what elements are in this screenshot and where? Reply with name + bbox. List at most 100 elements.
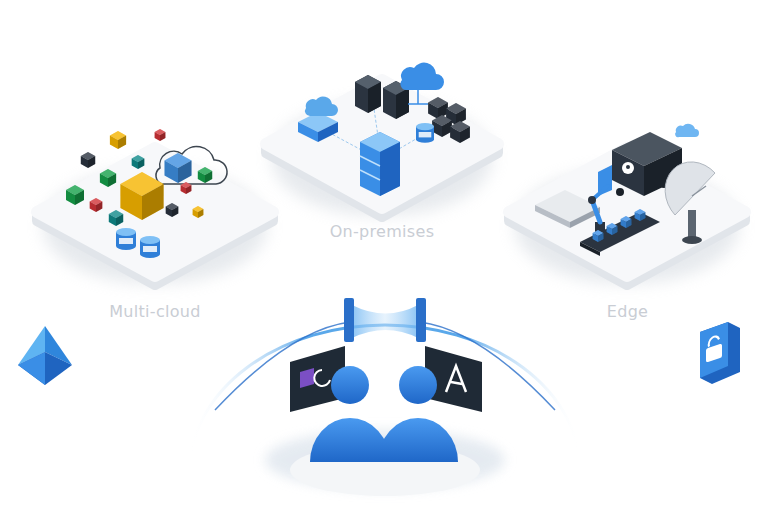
- developer-monitors: [446, 366, 466, 392]
- platform-label: Multi-cloud: [30, 302, 280, 321]
- cube-icon: [100, 169, 116, 187]
- onprem-servers: [298, 63, 470, 196]
- database-icon: [140, 236, 160, 258]
- platform-label: Edge: [505, 302, 750, 321]
- link-line: [380, 122, 445, 160]
- cloud-stack: [298, 112, 338, 132]
- delivery-truck: [612, 150, 644, 196]
- developer-monitors: [290, 346, 345, 412]
- server-stack: [360, 132, 400, 196]
- cloud-icon: [417, 90, 419, 104]
- cube-icon: [428, 97, 448, 119]
- people-icons: [331, 366, 369, 404]
- security-lock: [709, 335, 719, 347]
- robot-arm: [588, 196, 596, 204]
- cube-icon: [132, 155, 145, 169]
- server-rack: [355, 75, 409, 119]
- platform-shape: [262, 64, 502, 249]
- edge-devices: [535, 124, 715, 256]
- device-box: [535, 205, 570, 228]
- cube-icon: [198, 167, 212, 183]
- people-icons: [290, 444, 480, 496]
- conveyor-belt: [635, 209, 646, 221]
- platform-tile: Multi-cloud: [30, 130, 280, 330]
- identity-pyramid: [18, 326, 72, 385]
- cloud-outline: [156, 147, 227, 184]
- identity-pyramid: [18, 352, 72, 385]
- cube-icon: [81, 152, 95, 168]
- cube-icon: [450, 121, 470, 143]
- cloud-stack: [305, 96, 338, 116]
- satellite-dish: [688, 210, 696, 238]
- identity-pyramid: [18, 352, 45, 385]
- server-rack: [368, 82, 381, 113]
- delivery-truck: [598, 165, 612, 196]
- hybrid-arc: [420, 322, 555, 410]
- platform-tile: On-premises: [262, 64, 502, 249]
- server-stack: [360, 170, 380, 180]
- security-lock: [706, 343, 722, 362]
- conveyor-belt: [593, 230, 604, 242]
- identity-pyramid: [45, 326, 72, 365]
- platform-label: On-premises: [262, 222, 502, 241]
- cube-icon: [90, 198, 103, 212]
- identity-pyramid: [18, 326, 45, 365]
- platform-shape: [505, 130, 750, 330]
- satellite-dish: [665, 162, 715, 215]
- conveyor-belt: [580, 212, 660, 252]
- server-stack: [380, 142, 400, 196]
- server-rack: [383, 81, 409, 95]
- server-rack: [383, 81, 409, 119]
- developer-monitors: [290, 346, 482, 412]
- cloud-icon: [400, 63, 444, 104]
- cube-icon: [181, 182, 192, 194]
- device-box: [570, 207, 600, 228]
- delivery-truck: [598, 132, 682, 196]
- delivery-truck: [622, 162, 634, 174]
- people-icons: [310, 418, 390, 462]
- security-lock: [700, 322, 740, 384]
- hybrid-arc: [190, 298, 580, 490]
- delivery-truck: [612, 132, 682, 166]
- developer-monitors: [314, 370, 330, 386]
- satellite-dish: [692, 186, 706, 196]
- cube-icon: [155, 129, 166, 141]
- cube-icon: [193, 206, 204, 218]
- hybrid-arc: [352, 305, 418, 338]
- hybrid-arc: [215, 322, 350, 410]
- server-rack: [396, 88, 409, 119]
- conveyor-belt: [580, 209, 660, 256]
- link-line: [372, 95, 380, 150]
- conveyor-belt: [580, 242, 600, 256]
- hybrid-arc: [344, 298, 354, 342]
- security-lock: [700, 322, 728, 378]
- robot-arm: [588, 186, 608, 236]
- cloud-stack: [298, 96, 338, 142]
- cube-icon: [109, 210, 123, 226]
- cloud-icon: [408, 103, 428, 105]
- platform-shape: [30, 130, 280, 330]
- delivery-truck: [616, 188, 624, 196]
- cube-icon: [110, 131, 126, 149]
- robot-arm: [595, 222, 605, 236]
- hybrid-arc: [265, 430, 505, 490]
- people-icons: [290, 366, 480, 496]
- cube-icon: [66, 185, 84, 205]
- satellite-dish: [665, 162, 715, 244]
- cloud-stack: [318, 122, 338, 142]
- robot-arm: [592, 200, 600, 222]
- cube-icon: [166, 203, 179, 217]
- satellite-dish: [682, 236, 702, 244]
- people-icons: [378, 418, 458, 462]
- delivery-truck: [626, 165, 630, 169]
- device-box: [535, 190, 600, 222]
- platform-top: [509, 148, 745, 276]
- server-rack: [355, 75, 381, 89]
- platform-tile: Edge: [505, 130, 750, 330]
- delivery-truck: [660, 180, 668, 188]
- server-rack: [355, 75, 381, 113]
- database-icon: [416, 123, 434, 143]
- robot-arm: [592, 186, 608, 200]
